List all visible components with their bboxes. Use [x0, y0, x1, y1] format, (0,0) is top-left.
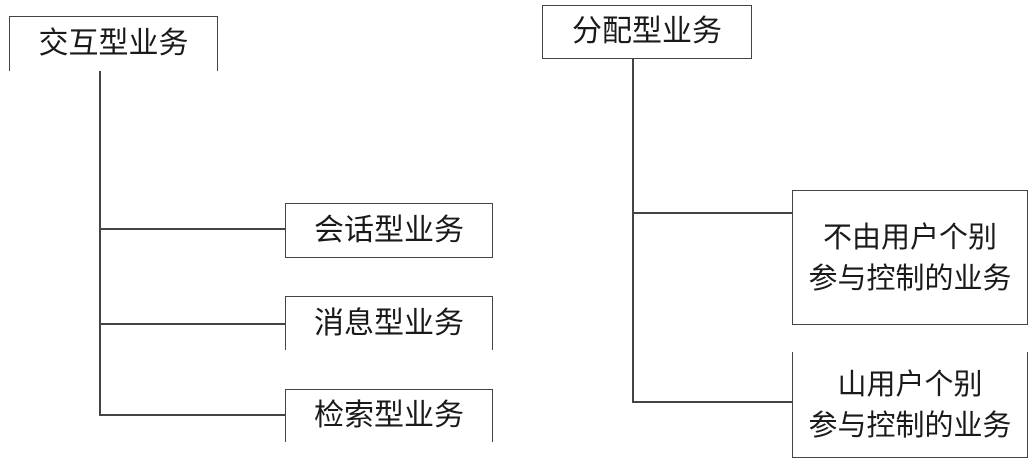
non-user-controlled-service-text: 不由用户个别 参与控制的业务	[808, 217, 1011, 299]
user-controlled-line2: 参与控制的业务	[808, 407, 1012, 442]
retrieval-service-label: 检索型业务	[314, 398, 464, 433]
messaging-service-label: 消息型业务	[314, 305, 464, 341]
left-branch-line-3	[99, 414, 285, 416]
distribution-service-box: 分配型业务	[542, 5, 752, 59]
user-controlled-service-box: 山用户个别 参与控制的业务	[792, 352, 1028, 458]
interactive-service-label: 交互型业务	[38, 26, 189, 61]
non-user-controlled-line2: 参与控制的业务	[808, 260, 1012, 295]
right-branch-line-1	[632, 212, 792, 214]
left-trunk-line	[99, 71, 101, 415]
right-trunk-line	[632, 59, 634, 402]
interactive-service-box: 交互型业务	[9, 16, 218, 71]
distribution-service-label: 分配型业务	[572, 14, 722, 49]
left-branch-line-2	[99, 323, 285, 325]
conversational-service-label: 会话型业务	[314, 212, 464, 248]
messaging-service-box: 消息型业务	[285, 296, 493, 350]
user-controlled-line1: 山用户个别	[837, 366, 983, 401]
left-branch-line-1	[99, 228, 285, 230]
retrieval-service-box: 检索型业务	[285, 389, 493, 442]
user-controlled-service-text: 山用户个别 参与控制的业务	[808, 364, 1011, 446]
conversational-service-box: 会话型业务	[285, 203, 493, 258]
non-user-controlled-line1: 不由用户个别	[822, 219, 997, 254]
non-user-controlled-service-box: 不由用户个别 参与控制的业务	[792, 190, 1028, 325]
right-branch-line-2	[632, 401, 792, 403]
